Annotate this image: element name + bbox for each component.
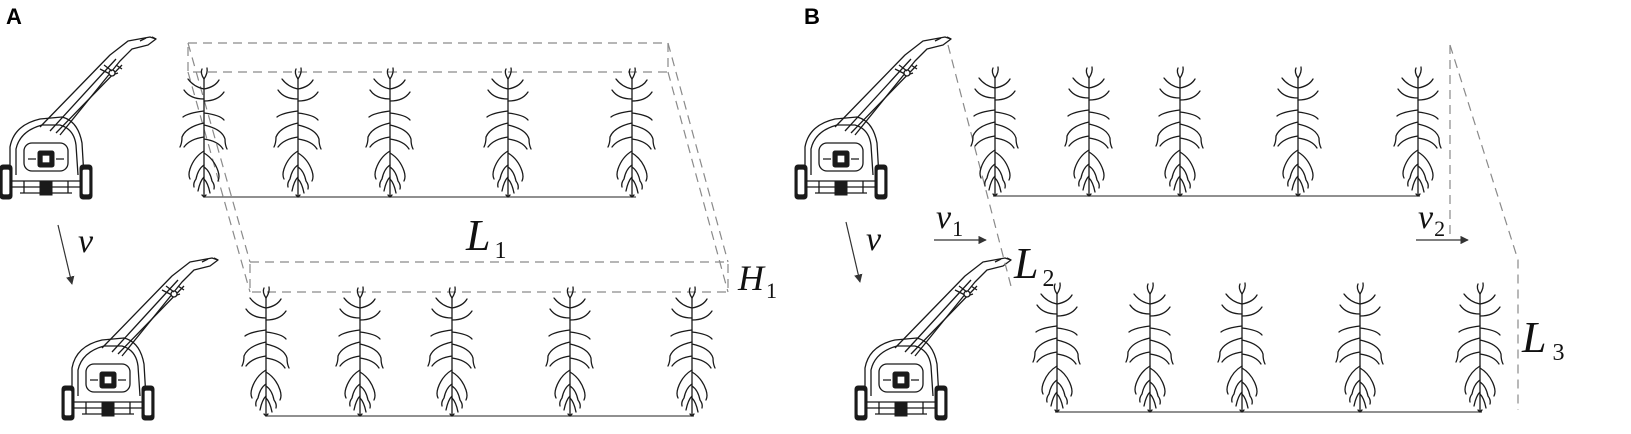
corn-plant-icon [970, 66, 1019, 197]
velocity-arrow [845, 221, 863, 283]
corn-plant-icon [335, 286, 384, 417]
corn-plant-icon [607, 67, 656, 198]
panel-a-letter: A [6, 4, 22, 29]
v1-label: v1 [936, 199, 963, 241]
velocity-label: v [866, 221, 882, 258]
corn-plant-icon [483, 67, 532, 198]
dashed-frame-bottom [249, 261, 729, 293]
corn-plant-icon [1217, 282, 1266, 413]
dashed-boundary-right-slant [1449, 44, 1519, 410]
dashed-connectors [187, 42, 729, 293]
tractor-sprayer-icon [61, 257, 219, 421]
corn-plant-icon [1032, 282, 1081, 413]
corn-plant-icon [545, 286, 594, 417]
velocity-label: v [78, 223, 94, 260]
corn-plant-icon [241, 286, 290, 417]
corn-plant-icon [1125, 282, 1174, 413]
velocity-arrow [57, 224, 75, 285]
corn-plant-icon [1273, 66, 1322, 197]
dashed-boundary-left [947, 44, 1013, 291]
corn-plant-icon [1393, 66, 1442, 197]
corn-plant-icon [179, 67, 228, 198]
corn-plant-icon [427, 286, 476, 417]
corn-plant-icon [365, 67, 414, 198]
corn-plant-icon [1064, 66, 1113, 197]
corn-plant-icon [1155, 66, 1204, 197]
panel-b-letter: B [804, 4, 820, 29]
corn-plant-icon [1335, 282, 1384, 413]
corn-plant-icon [273, 67, 322, 198]
dashed-frame-top [187, 42, 669, 73]
corn-plant-icon [1455, 282, 1504, 413]
corn-plant-icon [667, 286, 716, 417]
tractor-sprayer-icon [854, 257, 1012, 421]
tractor-sprayer-icon [794, 36, 952, 200]
tractor-sprayer-icon [0, 36, 157, 200]
h1-label: H1 [737, 258, 777, 303]
v2-label: v2 [1418, 199, 1445, 241]
